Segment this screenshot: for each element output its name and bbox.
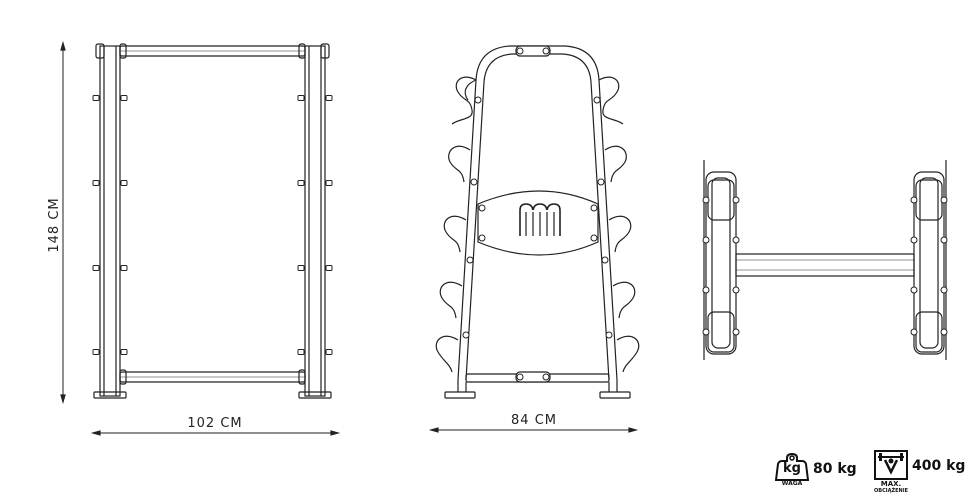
weight-icon: kg WAGA — [775, 452, 809, 487]
max-load-value: 400 kg — [912, 458, 966, 474]
width-dimension-label: 102 CM — [187, 416, 242, 431]
depth-dimension-label: 84 CM — [511, 413, 557, 428]
kettlebell-shape — [775, 452, 809, 481]
weight-icon-label: kg — [783, 461, 801, 476]
height-dimension-label: 148 CM — [47, 197, 62, 252]
top-view — [702, 160, 948, 360]
max-load-spec: MAX. OBCIĄŻENIE 400 kg — [874, 450, 965, 494]
front-view — [60, 40, 341, 436]
barbell-shape — [874, 450, 908, 480]
brand-logo — [519, 203, 561, 236]
max-load-icon: MAX. OBCIĄŻENIE — [874, 450, 908, 494]
side-view — [428, 45, 640, 433]
weight-spec: kg WAGA 80 kg — [775, 452, 857, 487]
weight-caption: WAGA — [781, 480, 803, 487]
weight-value: 80 kg — [813, 461, 857, 477]
max-load-caption: MAX. — [880, 480, 902, 488]
max-load-sub-caption: OBCIĄŻENIE — [874, 488, 908, 494]
